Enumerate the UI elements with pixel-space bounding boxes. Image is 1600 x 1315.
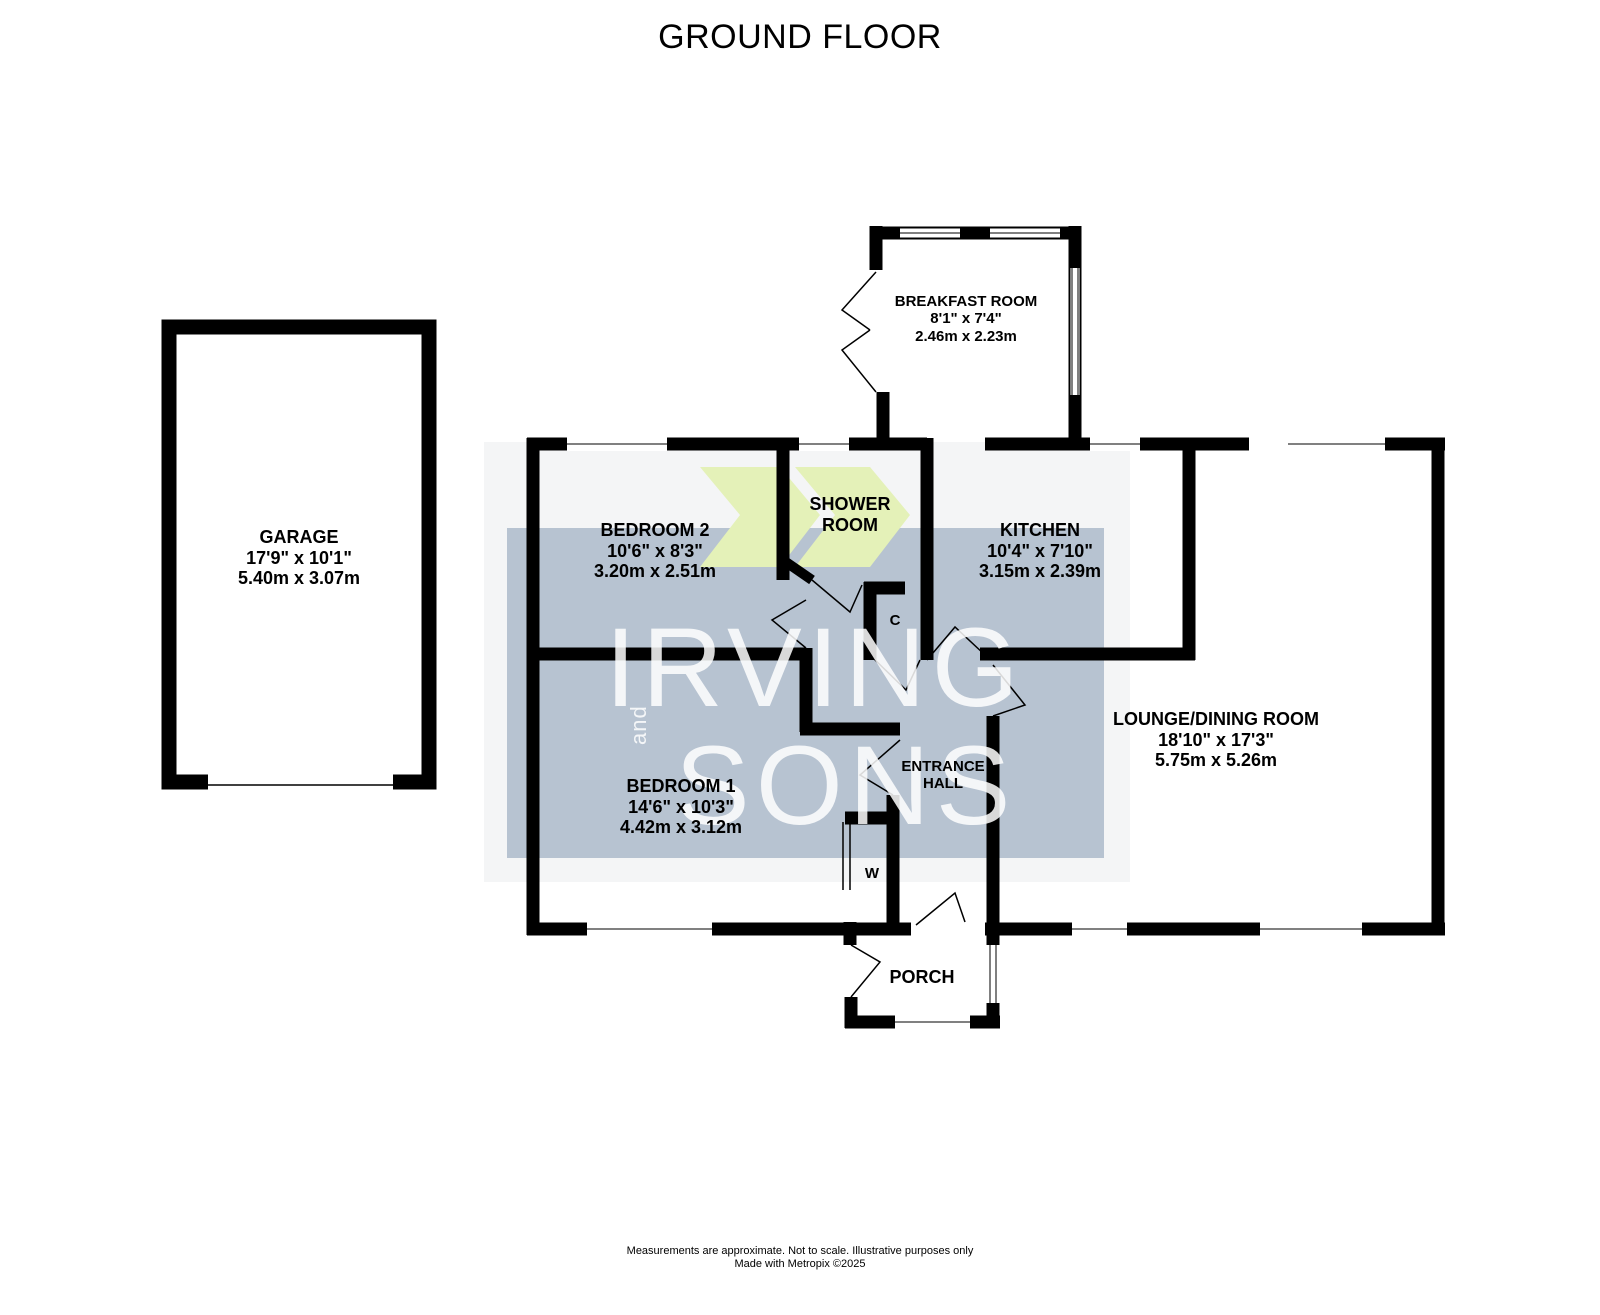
shower-room-name-line2: ROOM — [822, 514, 878, 535]
watermark-line1: IRVING — [605, 605, 1025, 730]
footer-note: Measurements are approximate. Not to sca… — [0, 1245, 1600, 1271]
bedroom2-name: BEDROOM 2 — [600, 520, 710, 540]
porch-name: PORCH — [889, 967, 955, 987]
wardrobe-name: W — [864, 865, 880, 882]
shower-room-label: SHOWER ROOM — [810, 494, 891, 535]
bedroom1-name: BEDROOM 1 — [626, 776, 736, 796]
lounge-name: LOUNGE/DINING ROOM — [1113, 709, 1319, 729]
garage-label: GARAGE 17'9" x 10'1" 5.40m x 3.07m — [238, 527, 360, 589]
bedroom1-metric: 4.42m x 3.12m — [619, 817, 743, 838]
house-windows — [567, 437, 1385, 936]
entrance-hall-name-line2: HALL — [923, 775, 963, 793]
bedroom1-label: BEDROOM 1 14'6" x 10'3" 4.42m x 3.12m — [620, 776, 742, 838]
watermark-small: and — [626, 705, 651, 745]
breakfast-room-metric: 2.46m x 2.23m — [915, 327, 1017, 345]
lounge-metric: 5.75m x 5.26m — [1154, 750, 1278, 771]
breakfast-room-label: BREAKFAST ROOM 8'1" x 7'4" 2.46m x 2.23m — [895, 293, 1038, 345]
cupboard-label: C — [890, 612, 901, 629]
door-swings — [770, 579, 1027, 926]
breakfast-french-doors — [840, 271, 877, 393]
floor-title: GROUND FLOOR — [658, 18, 942, 56]
kitchen-metric: 3.15m x 2.39m — [978, 561, 1102, 582]
bedroom2-label: BEDROOM 2 10'6" x 8'3" 3.20m x 2.51m — [594, 520, 716, 582]
breakfast-room-walls — [869, 226, 1082, 446]
lounge-imperial: 18'10" x 17'3" — [1158, 729, 1274, 750]
garage-name: GARAGE — [259, 527, 339, 547]
entrance-hall-label: ENTRANCE HALL — [901, 758, 984, 793]
breakfast-room-imperial: 8'1" x 7'4" — [930, 310, 1002, 328]
footer-credit: Made with Metropix ©2025 — [734, 1258, 866, 1271]
porch-label: PORCH — [889, 967, 954, 988]
bedroom1-imperial: 14'6" x 10'3" — [628, 796, 734, 817]
bedroom2-imperial: 10'6" x 8'3" — [607, 540, 703, 561]
watermark-line2: SONS — [675, 723, 1017, 848]
footer-disclaimer: Measurements are approximate. Not to sca… — [626, 1245, 974, 1257]
cupboard-name: C — [889, 612, 901, 629]
garage-imperial: 17'9" x 10'1" — [246, 547, 352, 568]
shower-room-name-line1: SHOWER — [809, 494, 891, 514]
lounge-label: LOUNGE/DINING ROOM 18'10" x 17'3" 5.75m … — [1113, 709, 1319, 771]
garage-metric: 5.40m x 3.07m — [237, 568, 361, 589]
breakfast-room-name: BREAKFAST ROOM — [894, 293, 1038, 310]
bedroom2-metric: 3.20m x 2.51m — [593, 561, 717, 582]
wardrobe-label: W — [865, 865, 879, 882]
kitchen-imperial: 10'4" x 7'10" — [987, 540, 1093, 561]
garage-walls — [161, 319, 437, 791]
kitchen-label: KITCHEN 10'4" x 7'10" 3.15m x 2.39m — [979, 520, 1101, 582]
entrance-hall-name-line1: ENTRANCE — [901, 758, 985, 775]
porch-windows — [850, 944, 1001, 1029]
kitchen-name: KITCHEN — [1000, 520, 1080, 540]
